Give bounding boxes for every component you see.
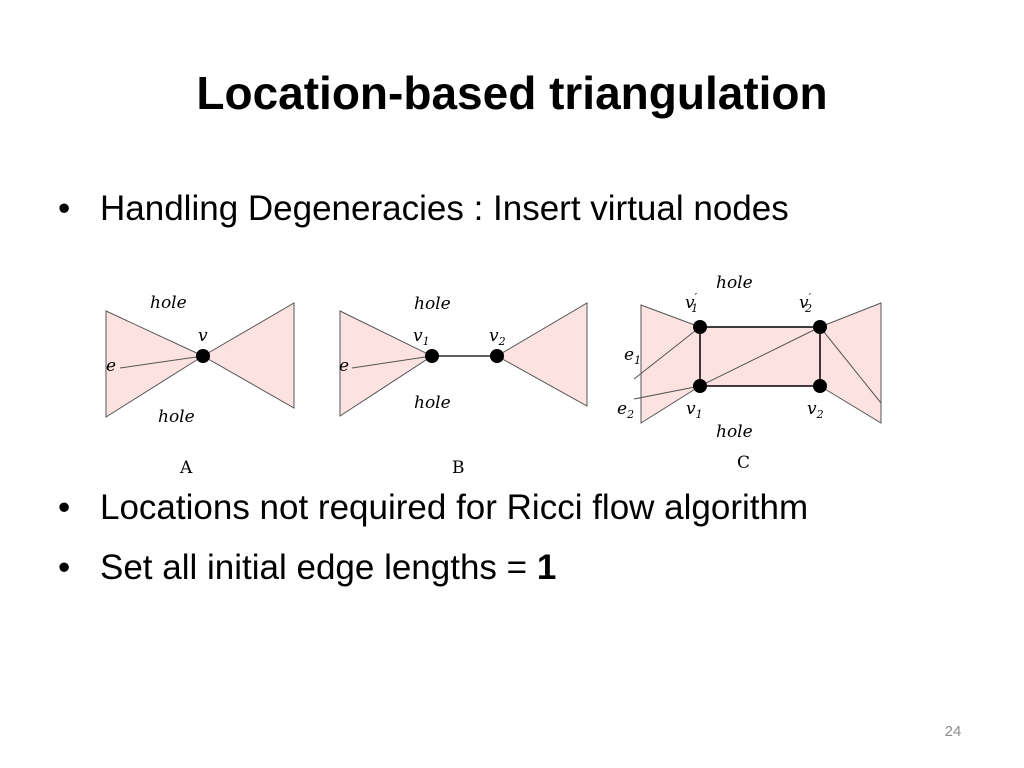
wedge-right: [819, 302, 882, 424]
bullet-locations: • Locations not required for Ricci flow a…: [58, 487, 808, 529]
node-v: [196, 349, 210, 363]
node-v1: [425, 349, 439, 363]
slide-number: 24: [944, 723, 962, 740]
edge-label-e2: e2: [617, 399, 634, 421]
vertex-label-v1: v1: [686, 399, 703, 421]
edge-label-e: e: [339, 356, 349, 376]
fan-edge-right: [819, 326, 882, 404]
caption-b: B: [452, 458, 465, 478]
wedge-right: [201, 302, 295, 409]
bullet-edge-lengths: • Set all initial edge lengths = 1: [58, 547, 556, 589]
bullet-text: Handling Degeneracies : Insert virtual n…: [100, 189, 789, 228]
vertex-label-v1: v1: [413, 326, 430, 348]
virtual-rectangle: [699, 326, 821, 387]
panel-a: hole hole v e A: [105, 293, 295, 478]
hole-label-top: hole: [414, 294, 451, 314]
edge-label-e1: e1: [624, 345, 641, 367]
slide-title: Location-based triangulation: [196, 67, 828, 119]
node-v2: [490, 349, 504, 363]
vertex-label-v2: v2: [807, 399, 824, 421]
caption-a: A: [179, 458, 193, 478]
bullet-marker: •: [58, 189, 71, 228]
wedge-right: [495, 302, 588, 407]
node-v1-prime: [693, 320, 707, 334]
vertex-label-v2-prime: v′2: [799, 291, 812, 315]
diagonal-edge: [699, 326, 821, 387]
hole-label-bottom: hole: [158, 407, 195, 427]
node-v2: [813, 379, 827, 393]
edge-e: [119, 355, 204, 369]
panel-b: hole hole v1 v2 e B: [339, 294, 588, 478]
vertex-label-v: v: [198, 326, 208, 346]
bullet-text: Set all initial edge lengths =: [100, 548, 537, 587]
node-v1: [693, 379, 707, 393]
hole-label-top: hole: [150, 293, 187, 313]
edge-e1: [633, 326, 701, 380]
bullet-marker: •: [58, 548, 71, 587]
bullet-marker: •: [58, 488, 71, 527]
edge-e: [351, 355, 433, 369]
vertex-label-v2: v2: [489, 326, 506, 348]
panel-c: hole hole v′1 v′2 v1 v2 e1 e2 C: [617, 273, 882, 473]
wedge-left: [105, 310, 205, 418]
bullet-degeneracies: • Handling Degeneracies : Insert virtual …: [58, 188, 789, 230]
caption-c: C: [737, 453, 750, 473]
node-v2-prime: [813, 320, 827, 334]
vertex-label-v1-prime: v′1: [685, 291, 698, 315]
wedge-left: [339, 310, 434, 417]
edge-label-e: e: [106, 356, 116, 376]
hole-label-top: hole: [716, 273, 753, 293]
bullet-bold-value: 1: [536, 548, 557, 587]
hole-label-bottom: hole: [414, 393, 451, 413]
hole-label-bottom: hole: [716, 422, 753, 442]
bullet-text: Locations not required for Ricci flow al…: [100, 488, 809, 527]
edge-e2: [633, 385, 701, 400]
